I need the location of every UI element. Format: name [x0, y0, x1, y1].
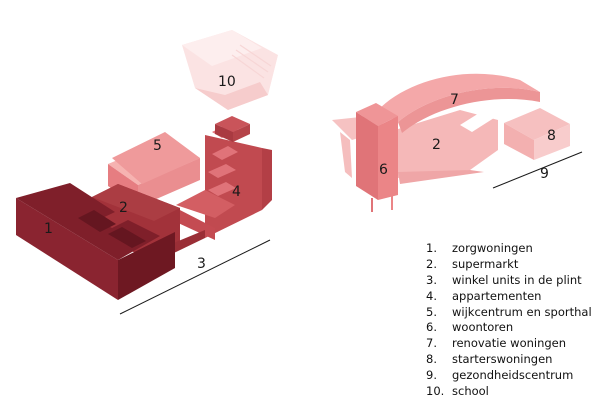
- legend-item: 1. zorgwoningen: [426, 241, 592, 257]
- legend: 1. zorgwoningen 2. supermarkt 3. winkel uni…: [426, 241, 592, 400]
- legend-label: wijkcentrum en sporthal: [452, 304, 592, 319]
- legend-label: zorgwoningen: [452, 241, 533, 255]
- block-supermarkt-right: 2: [395, 110, 498, 184]
- legend-number: 6.: [426, 320, 437, 335]
- label-1: 1: [44, 221, 53, 237]
- legend-number: 5.: [426, 304, 437, 319]
- legend-number: 8.: [426, 352, 437, 367]
- legend-item: 7. renovatie woningen: [426, 336, 592, 352]
- block-starterswoningen: 8: [504, 108, 570, 160]
- label-2: 2: [119, 200, 128, 216]
- block-school: 10: [182, 30, 278, 110]
- legend-item: 5. wijkcentrum en sporthal: [426, 305, 592, 321]
- block-appartementen: 4: [176, 116, 272, 240]
- label-6: 6: [379, 162, 388, 178]
- legend-number: 4.: [426, 288, 437, 303]
- legend-number: 2.: [426, 256, 437, 271]
- legend-item: 10. school: [426, 384, 592, 400]
- legend-label: appartementen: [452, 288, 542, 303]
- legend-item: 6. woontoren: [426, 320, 592, 336]
- legend-label: supermarkt: [452, 256, 519, 271]
- legend-number: 1.: [426, 241, 437, 255]
- label-8: 8: [547, 128, 556, 144]
- legend-item: 3. winkel units in de plint: [426, 273, 592, 289]
- block-renovatie: 7: [378, 73, 540, 133]
- label-10: 10: [218, 74, 236, 90]
- legend-item: 2. supermarkt: [426, 257, 592, 273]
- legend-item: 4. appartementen: [426, 289, 592, 305]
- legend-item: 9. gezondheidscentrum: [426, 368, 592, 384]
- legend-label: school: [452, 384, 489, 399]
- legend-label: winkel units in de plint: [452, 272, 582, 287]
- label-9: 9: [540, 166, 549, 182]
- block-woontoren: 6: [356, 103, 398, 212]
- legend-label: starterswoningen: [452, 352, 553, 367]
- dimension-line-9: 9: [492, 151, 583, 189]
- legend-label: renovatie woningen: [452, 336, 567, 351]
- legend-number: 7.: [426, 336, 437, 351]
- legend-number: 9.: [426, 368, 437, 383]
- label-2-right: 2: [432, 137, 441, 153]
- legend-number: 10.: [426, 384, 445, 399]
- legend-label: gezondheidscentrum: [452, 368, 574, 383]
- legend-item: 8. starterswoningen: [426, 352, 592, 368]
- label-3: 3: [197, 256, 206, 272]
- label-4: 4: [232, 184, 241, 200]
- block-zorgwoningen: 1: [16, 183, 175, 300]
- legend-number: 3.: [426, 272, 437, 287]
- dimension-line-3: 3: [119, 239, 271, 315]
- label-5: 5: [153, 138, 162, 154]
- label-7: 7: [450, 92, 459, 108]
- legend-label: woontoren: [452, 320, 514, 335]
